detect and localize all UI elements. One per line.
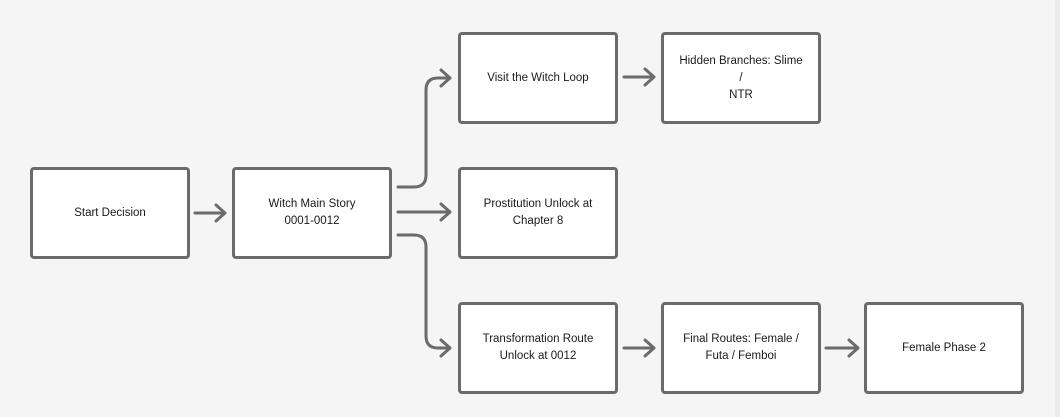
edge-transformation-route-to-final-routes bbox=[622, 338, 656, 358]
node-start-decision[interactable]: Start Decision bbox=[30, 167, 190, 259]
edge-final-routes-to-female-phase-2 bbox=[824, 338, 860, 358]
edge-start-to-witch-main-story bbox=[193, 203, 227, 223]
node-female-phase-2[interactable]: Female Phase 2 bbox=[864, 302, 1024, 394]
node-label: Transformation Route Unlock at 0012 bbox=[482, 333, 594, 362]
canvas-edge bbox=[1055, 0, 1060, 417]
node-final-routes[interactable]: Final Routes: Female / Futa / Femboi bbox=[661, 302, 821, 394]
node-label: Start Decision bbox=[74, 206, 146, 219]
node-label: Visit the Witch Loop bbox=[487, 71, 589, 84]
node-label: Witch Main Story 0001-0012 bbox=[268, 198, 356, 227]
edge-witch-main-story-to-visit-witch-loop bbox=[396, 68, 452, 189]
node-label: Prostitution Unlock at Chapter 8 bbox=[483, 198, 593, 227]
node-label: Final Routes: Female / Futa / Femboi bbox=[683, 333, 799, 362]
node-label: Hidden Branches: Slime / NTR bbox=[679, 54, 803, 101]
node-visit-witch-loop[interactable]: Visit the Witch Loop bbox=[458, 32, 618, 124]
edge-visit-witch-loop-to-hidden-branches bbox=[622, 67, 656, 87]
node-witch-main-story[interactable]: Witch Main Story 0001-0012 bbox=[232, 167, 392, 259]
edge-witch-main-story-to-prostitution-unlock bbox=[396, 202, 452, 222]
edge-witch-main-story-to-transformation-route bbox=[396, 233, 452, 358]
node-label: Female Phase 2 bbox=[902, 341, 986, 354]
node-hidden-branches[interactable]: Hidden Branches: Slime / NTR bbox=[661, 32, 821, 124]
node-transformation-route[interactable]: Transformation Route Unlock at 0012 bbox=[458, 302, 618, 394]
node-prostitution-unlock[interactable]: Prostitution Unlock at Chapter 8 bbox=[458, 167, 618, 259]
